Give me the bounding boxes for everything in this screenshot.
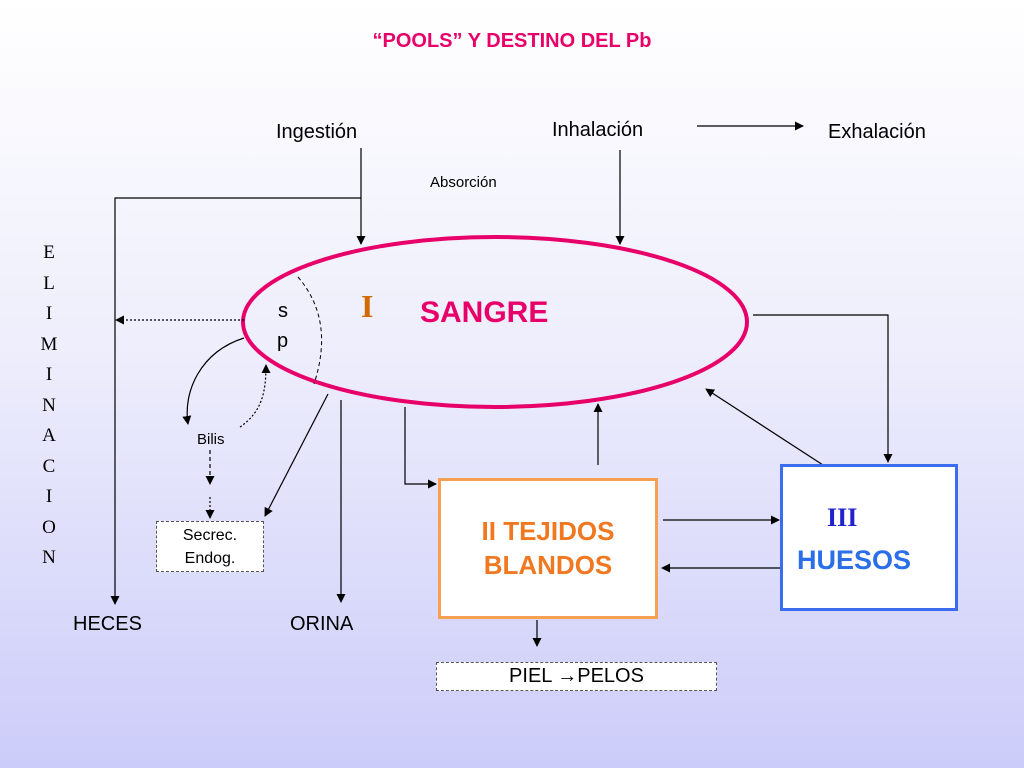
secrec-endog-box: Secrec. Endog. — [156, 521, 264, 572]
eliminacion-letter: A — [42, 425, 56, 446]
huesos-label: HUESOS — [797, 545, 912, 575]
eliminacion-letter: O — [42, 516, 56, 538]
piel-pelos-box: PIEL →PELOS — [436, 662, 717, 691]
eliminacion-vertical-label: E L I M I N A C I O N — [34, 238, 64, 574]
huesos-number: III — [827, 503, 858, 532]
eliminacion-letter: E — [43, 242, 55, 263]
sangre-ellipse — [241, 235, 749, 409]
page-title: “POOLS” Y DESTINO DEL Pb — [372, 30, 652, 52]
inhalacion-label: Inhalación — [552, 119, 644, 141]
reabsorcion-dotted-arrow — [239, 364, 271, 428]
huesos-box: III HUESOS — [780, 464, 958, 611]
absorcion-label: Absorción — [430, 174, 497, 191]
heces-label: HECES — [73, 613, 142, 635]
sp-p-label: p — [277, 330, 289, 352]
sangre-to-tejidos-arrow — [404, 407, 437, 489]
eliminacion-letter: C — [42, 455, 56, 477]
sp-divider — [297, 276, 323, 385]
exhalacion-label: Exhalación — [828, 121, 926, 143]
sangre-to-bilis-arrow — [182, 337, 245, 425]
tejidos-blandos-box: II TEJIDOS BLANDOS — [438, 478, 658, 619]
piel-arrow-icon: → — [557, 665, 578, 687]
sp-s-label: s — [278, 300, 288, 322]
tejidos-line2: BLANDOS — [483, 550, 613, 580]
eliminacion-letter: M — [40, 333, 58, 355]
sangre-to-huesos-arrow — [753, 314, 893, 463]
eliminacion-letter: N — [42, 394, 56, 416]
secrec-line1: Secrec. — [182, 527, 238, 544]
sangre-to-secrec-arrow — [264, 393, 329, 517]
eliminacion-letter: N — [42, 547, 56, 568]
ingestion-label: Ingestión — [276, 121, 358, 143]
eliminacion-letter: I — [45, 303, 53, 324]
sangre-number: I — [361, 288, 374, 324]
sangre-label: SANGRE — [420, 296, 549, 329]
eliminacion-letter: I — [45, 364, 53, 385]
secrec-line2: Endog. — [184, 550, 236, 567]
eliminacion-letter: L — [43, 272, 55, 294]
ingestion-to-heces-arrow — [110, 197, 361, 605]
orina-label: ORINA — [290, 613, 354, 635]
piel-label: PIEL — [509, 665, 558, 687]
pelos-label: PELOS — [577, 665, 644, 687]
huesos-to-sangre-arrow — [705, 388, 824, 466]
tejidos-line1: II TEJIDOS — [481, 516, 615, 546]
bilis-label: Bilis — [197, 431, 225, 448]
eliminacion-letter: I — [45, 486, 53, 507]
